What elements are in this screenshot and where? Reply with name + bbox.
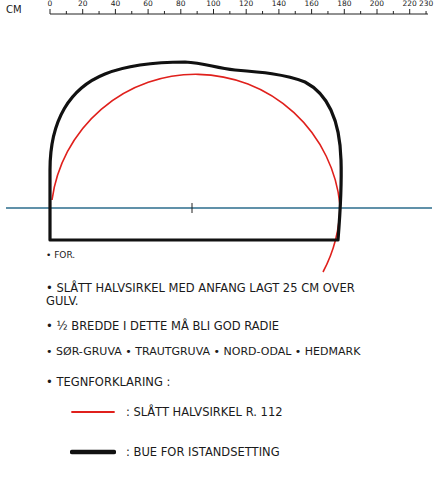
repair-arch-profile bbox=[50, 62, 341, 240]
ruler-tick bbox=[229, 11, 230, 14]
ruler-number: 120 bbox=[239, 0, 253, 9]
ruler-number: 160 bbox=[304, 0, 318, 9]
legend-line-sample bbox=[70, 445, 116, 459]
ruler-number: 220 bbox=[403, 0, 417, 9]
floor-reference-line bbox=[6, 207, 432, 209]
ruler-tick bbox=[246, 9, 247, 14]
ruler-tick bbox=[197, 11, 198, 14]
ruler-tick bbox=[164, 11, 165, 14]
ruler-tick bbox=[311, 9, 312, 14]
ruler-ticks bbox=[50, 9, 426, 14]
ruler-tick bbox=[278, 9, 279, 14]
semicircle-r112 bbox=[52, 74, 340, 272]
ruler-number: 60 bbox=[143, 0, 153, 9]
ruler-tick bbox=[360, 11, 361, 14]
note-label: • FOR. bbox=[46, 250, 75, 260]
ruler bbox=[50, 14, 428, 15]
ruler-number: 0 bbox=[48, 0, 53, 9]
center-mark bbox=[192, 203, 193, 213]
ruler-number: 230 bbox=[419, 0, 433, 9]
ruler-tick bbox=[295, 11, 296, 14]
ruler-number: 100 bbox=[206, 0, 220, 9]
ruler-tick bbox=[115, 9, 116, 14]
ruler-tick bbox=[262, 11, 263, 14]
ruler-number: 140 bbox=[272, 0, 286, 9]
ruler-tick bbox=[82, 9, 83, 14]
location-text: • SØR-GRUVA • TRAUTGRUVA • NORD-ODAL • H… bbox=[46, 346, 360, 359]
note-text: • ½ BREDDE I DETTE MÅ BLI GOD RADIE bbox=[46, 320, 279, 333]
ruler-tick bbox=[327, 11, 328, 14]
ruler-tick bbox=[148, 9, 149, 14]
ruler-tick bbox=[344, 9, 345, 14]
legend-line-sample bbox=[70, 405, 116, 419]
legend-text: : SLÅTT HALVSIRKEL R. 112 bbox=[126, 405, 283, 419]
legend-entry: : SLÅTT HALVSIRKEL R. 112 bbox=[70, 405, 283, 419]
legend-entry: : BUE FOR ISTANDSETTING bbox=[70, 445, 280, 459]
ruler-tick bbox=[180, 9, 181, 14]
ruler-tick bbox=[213, 9, 214, 14]
ruler-number: 40 bbox=[111, 0, 121, 9]
ruler-tick bbox=[426, 11, 427, 14]
ruler-tick bbox=[99, 11, 100, 14]
unit-label: CM bbox=[6, 4, 22, 16]
ruler-tick bbox=[131, 11, 132, 14]
ruler-number: 180 bbox=[337, 0, 351, 9]
ruler-number: 200 bbox=[370, 0, 384, 9]
legend-text: : BUE FOR ISTANDSETTING bbox=[126, 445, 280, 459]
note-text: • SLÅTT HALVSIRKEL MED ANFANG LAGT 25 CM… bbox=[46, 282, 366, 308]
ruler-number: 20 bbox=[78, 0, 88, 9]
ruler-tick bbox=[66, 11, 67, 14]
ruler-number: 80 bbox=[176, 0, 186, 9]
ruler-tick bbox=[393, 11, 394, 14]
legend-heading: • TEGNFORKLARING : bbox=[46, 376, 170, 389]
ruler-tick bbox=[377, 9, 378, 14]
ruler-tick bbox=[409, 9, 410, 14]
ruler-tick bbox=[50, 9, 51, 14]
